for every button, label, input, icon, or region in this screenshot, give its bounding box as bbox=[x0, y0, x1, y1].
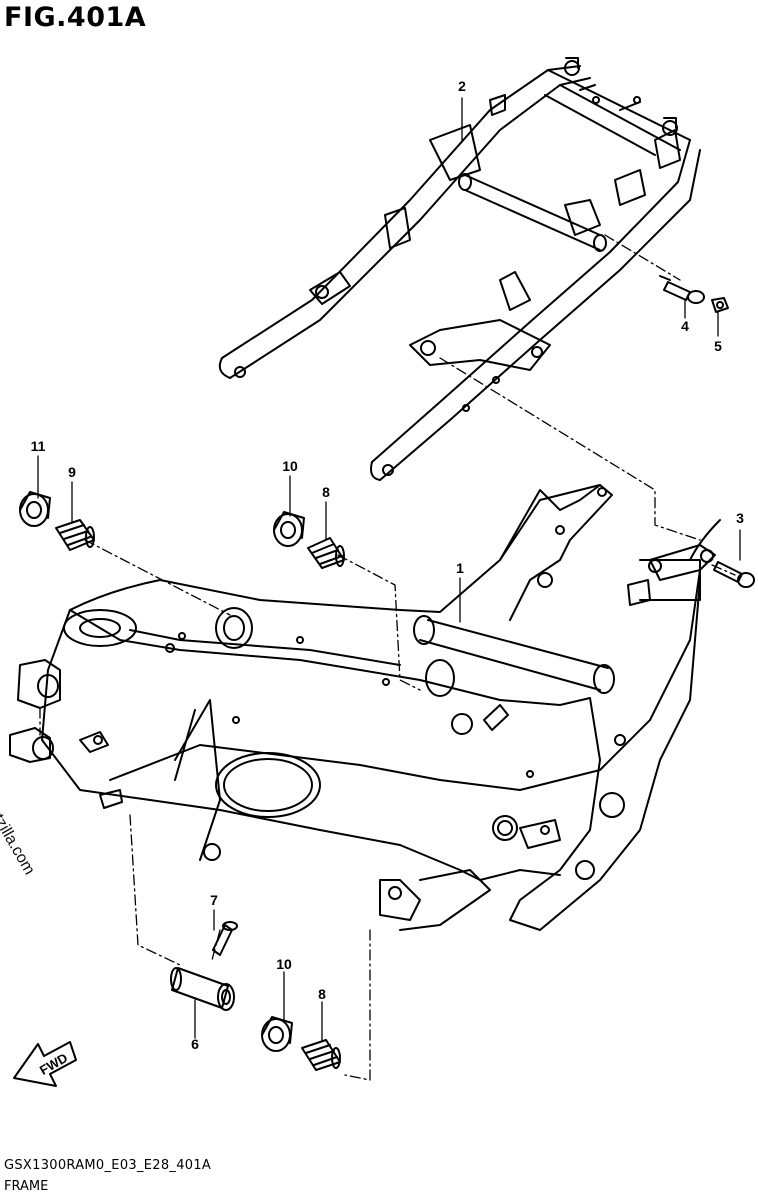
callout-8-lower: 8 bbox=[318, 986, 326, 1002]
bushing-10-upper bbox=[273, 511, 305, 547]
callout-7: 7 bbox=[210, 892, 218, 908]
leader-lines bbox=[37, 97, 741, 1041]
callout-10-upper: 10 bbox=[282, 458, 298, 474]
damper-8-lower bbox=[301, 1039, 341, 1071]
callout-3: 3 bbox=[736, 510, 744, 526]
bushing-10-lower bbox=[261, 1016, 293, 1052]
callout-11: 11 bbox=[30, 438, 46, 454]
figure-title: FIG.401A bbox=[4, 2, 147, 33]
damper-9 bbox=[55, 519, 95, 551]
callout-10-lower: 10 bbox=[276, 956, 292, 972]
main-frame bbox=[9, 484, 721, 931]
diagram-code: GSX1300RAM0_E03_E28_401A bbox=[4, 1158, 212, 1173]
callout-8-upper: 8 bbox=[322, 484, 330, 500]
fwd-arrow-icon: FWD bbox=[13, 1041, 77, 1087]
bolt-4 bbox=[659, 275, 705, 304]
callout-1: 1 bbox=[456, 560, 464, 576]
callout-9: 9 bbox=[68, 464, 76, 480]
collar-6 bbox=[170, 967, 235, 1011]
nut-5 bbox=[711, 297, 729, 313]
diagram-name: FRAME bbox=[4, 1179, 49, 1194]
bolt-7 bbox=[212, 921, 238, 956]
damper-8-upper bbox=[307, 537, 345, 569]
callout-6: 6 bbox=[191, 1036, 199, 1052]
bolt-3 bbox=[713, 561, 755, 588]
bushing-11 bbox=[19, 491, 51, 527]
seat-rail bbox=[218, 57, 701, 481]
assembly-lines bbox=[39, 234, 736, 1081]
callout-4: 4 bbox=[681, 318, 689, 334]
callout-5: 5 bbox=[714, 338, 722, 354]
callout-2: 2 bbox=[458, 78, 466, 94]
